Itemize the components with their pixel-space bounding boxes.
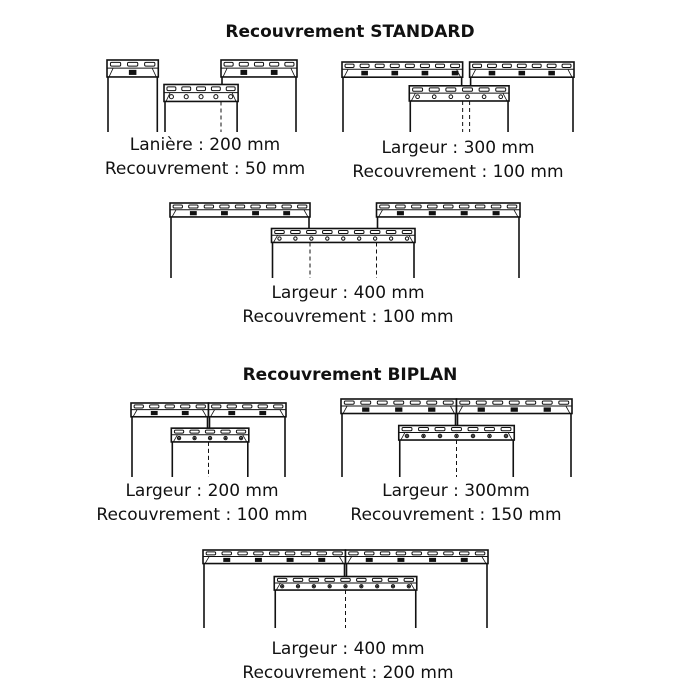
overlap-strip (163, 83, 239, 132)
front-strip (202, 549, 347, 628)
caption-overlap: Recouvrement : 100 mm (96, 505, 308, 525)
strip-diagram-standard-400 (169, 202, 521, 278)
caption-width: Largeur : 400 mm (271, 283, 425, 303)
caption-width: Largeur : 300 mm (381, 138, 535, 158)
caption-overlap: Recouvrement : 100 mm (352, 162, 564, 182)
strip-diagram-standard-200 (106, 59, 298, 132)
caption-standard-200: Lanière : 200 mm Recouvrement : 50 mm (50, 133, 360, 181)
strip-diagram-biplan-400 (202, 549, 489, 628)
caption-standard-400: Largeur : 400 mm Recouvrement : 100 mm (190, 281, 506, 329)
front-strip (106, 59, 160, 132)
front-strip (375, 202, 521, 278)
caption-overlap: Recouvrement : 200 mm (242, 663, 454, 683)
overlap-strip (273, 575, 418, 628)
strip-diagram-biplan-300 (340, 398, 573, 477)
overlap-strip (270, 227, 416, 278)
overlap-strip (397, 424, 516, 477)
caption-width: Largeur : 400 mm (271, 639, 425, 659)
front-strip (344, 549, 489, 628)
strip-diagram-biplan-200 (130, 402, 287, 477)
caption-width: Lanière : 200 mm (129, 135, 281, 155)
caption-biplan-200: Largeur : 200 mm Recouvrement : 100 mm (44, 479, 360, 527)
caption-biplan-300: Largeur : 300mm Recouvrement : 150 mm (298, 479, 614, 527)
caption-biplan-400: Largeur : 400 mm Recouvrement : 200 mm (190, 637, 506, 685)
caption-width: Largeur : 200 mm (125, 481, 279, 501)
section-title-biplan: Recouvrement BIPLAN (242, 365, 458, 385)
front-strip (220, 59, 298, 132)
overlap-strip (170, 427, 250, 477)
front-strip (340, 398, 458, 477)
caption-standard-300: Largeur : 300 mm Recouvrement : 100 mm (300, 136, 616, 184)
strip-diagram-standard-300 (341, 61, 575, 132)
section-title-standard: Recouvrement STANDARD (225, 22, 475, 42)
caption-width: Largeur : 300mm (382, 481, 530, 501)
caption-overlap: Recouvrement : 100 mm (242, 307, 454, 327)
front-strip (455, 398, 573, 477)
overlap-strip (408, 84, 510, 132)
caption-overlap: Recouvrement : 50 mm (104, 159, 306, 179)
caption-overlap: Recouvrement : 150 mm (350, 505, 562, 525)
